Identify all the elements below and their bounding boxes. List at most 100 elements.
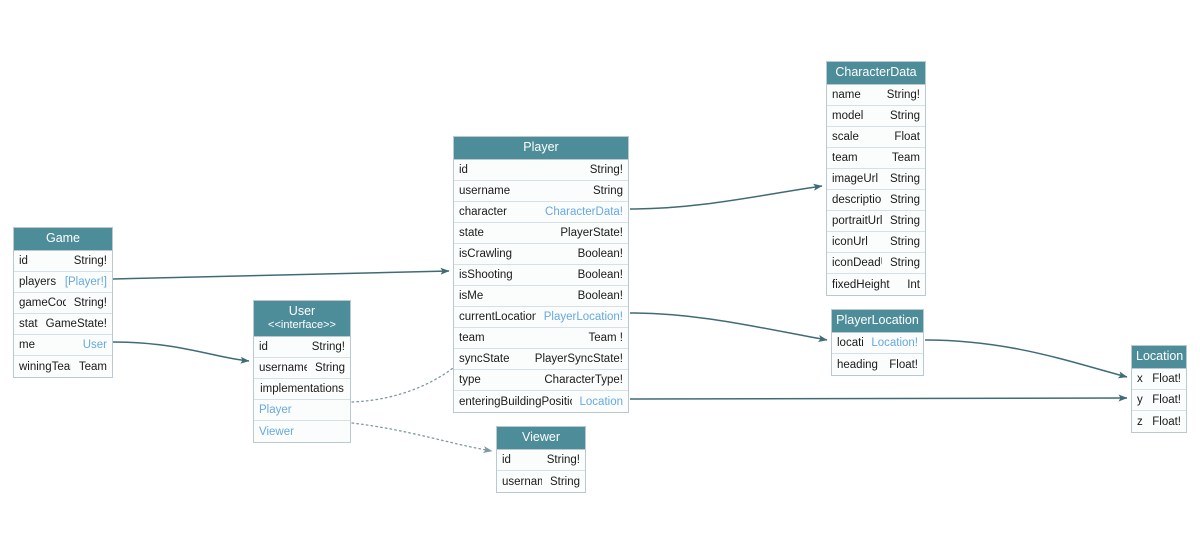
field-type: String!	[73, 297, 107, 309]
field-name: heading	[837, 358, 878, 371]
field-name: me	[19, 339, 35, 351]
field-type: Float!	[889, 358, 918, 371]
field-type: String	[592, 185, 623, 197]
field-row[interactable]: Player	[254, 400, 350, 421]
field-type[interactable]: [Player!]	[64, 276, 107, 288]
entity-title: CharacterData	[835, 65, 917, 79]
field-name: x	[1137, 373, 1143, 385]
edge-player-currentlocation-to-playerlocation	[629, 312, 828, 342]
field-row[interactable]: iconDeadUrlString	[827, 253, 925, 274]
field-name: z	[1137, 415, 1143, 428]
field-type: String	[889, 215, 920, 227]
field-type[interactable]: Location	[579, 395, 623, 408]
field-name: username	[459, 185, 511, 197]
entity-playerlocation[interactable]: PlayerLocationlocationLocation! heading Fl…	[831, 309, 924, 376]
field-name: name	[832, 89, 861, 101]
field-type: Boolean!	[577, 290, 623, 302]
field-row[interactable]: portraitUrl String	[827, 211, 925, 232]
field-name: username	[259, 362, 307, 374]
field-row[interactable]: gameCodeString!	[14, 293, 112, 314]
field-name: portraitUrl	[832, 215, 882, 227]
field-type: String!	[73, 255, 107, 267]
field-row[interactable]: heading Float!	[832, 354, 923, 375]
field-row[interactable]: stateGameState!	[14, 314, 112, 335]
field-name: currentLocation	[459, 311, 536, 323]
field-name: iconUrl	[832, 236, 868, 248]
field-type: Float!	[1152, 394, 1181, 406]
field-row[interactable]: winingTeamTeam	[14, 356, 112, 377]
field-type: String!	[589, 164, 623, 176]
field-type: String	[889, 257, 920, 269]
field-type[interactable]: Location!	[871, 337, 918, 349]
entity-title: Viewer	[522, 430, 560, 444]
field-row[interactable]: me User	[14, 335, 112, 356]
field-name: imageUrl	[832, 173, 879, 185]
field-row[interactable]: Viewer	[254, 421, 350, 442]
field-name: isShooting	[459, 269, 513, 281]
field-name: type	[459, 374, 481, 386]
field-row[interactable]: implementations	[254, 379, 350, 400]
field-type: Team !	[588, 332, 623, 344]
entity-header-user: User<<interface>>	[254, 301, 350, 337]
edge-user-player-impl	[351, 356, 467, 403]
field-row[interactable]: x Float!	[1132, 369, 1186, 390]
field-type[interactable]: CharacterData!	[545, 206, 623, 218]
entity-header-player: Player	[454, 137, 628, 160]
field-row[interactable]: locationLocation!	[832, 333, 923, 354]
field-name: Viewer	[259, 425, 294, 438]
entity-title: User	[288, 304, 316, 318]
field-type: String	[889, 194, 920, 206]
field-type: Float	[894, 131, 920, 143]
entity-header-location: Location	[1132, 346, 1186, 369]
field-row[interactable]: description String	[827, 190, 925, 211]
entity-header-characterdata: CharacterData	[827, 62, 925, 85]
field-type: Float!	[1152, 373, 1181, 385]
field-name: isCrawling	[459, 248, 513, 260]
entity-header-viewer: Viewer	[497, 427, 585, 450]
field-row[interactable]: players[Player!]	[14, 272, 112, 293]
field-name: model	[832, 110, 864, 122]
field-type: GameState!	[45, 318, 107, 330]
field-name: Player	[259, 404, 292, 416]
field-row[interactable]: type CharacterType!	[454, 370, 628, 391]
entity-game[interactable]: GameidString!players[Player!]gameCodeStr…	[13, 227, 113, 378]
field-row[interactable]: currentLocation PlayerLocation!	[454, 307, 628, 328]
field-type[interactable]: User	[82, 339, 107, 351]
field-name: description	[832, 194, 882, 206]
edge-playerlocation-location-to-location	[924, 339, 1128, 379]
field-row[interactable]: username String	[454, 181, 628, 202]
entity-header-game: Game	[14, 228, 112, 251]
field-type[interactable]: PlayerLocation!	[543, 311, 623, 323]
field-name: id	[502, 454, 511, 466]
entity-header-playerlocation: PlayerLocation	[832, 310, 923, 333]
field-type: CharacterType!	[544, 374, 623, 386]
